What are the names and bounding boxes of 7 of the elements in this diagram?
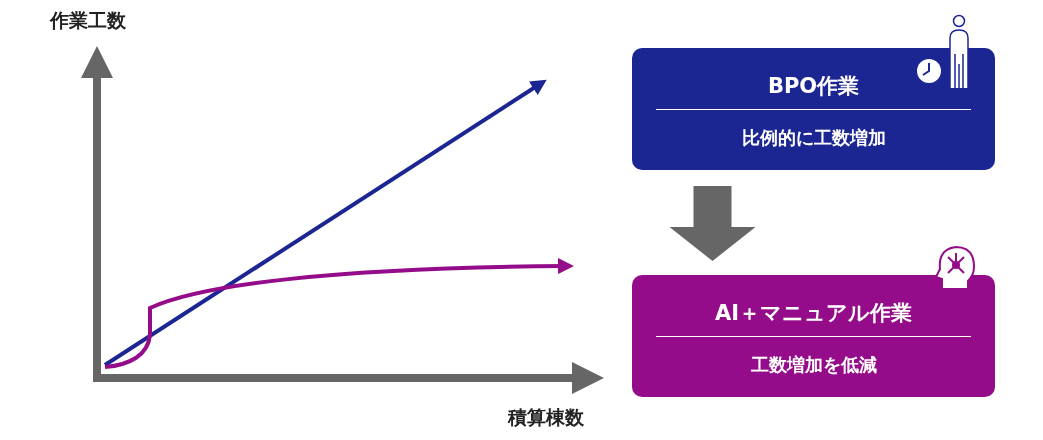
- axis-title: 積算棟数: [508, 405, 584, 430]
- box-description: 比例的に工数増加: [740, 126, 887, 150]
- box-description: 工数増加を低減: [749, 353, 878, 377]
- axis-title: 作業工数: [50, 8, 126, 33]
- box-title: AI＋マニュアル作業: [713, 300, 914, 327]
- block-arrow: [669, 186, 756, 261]
- box-title: BPO作業: [766, 73, 861, 100]
